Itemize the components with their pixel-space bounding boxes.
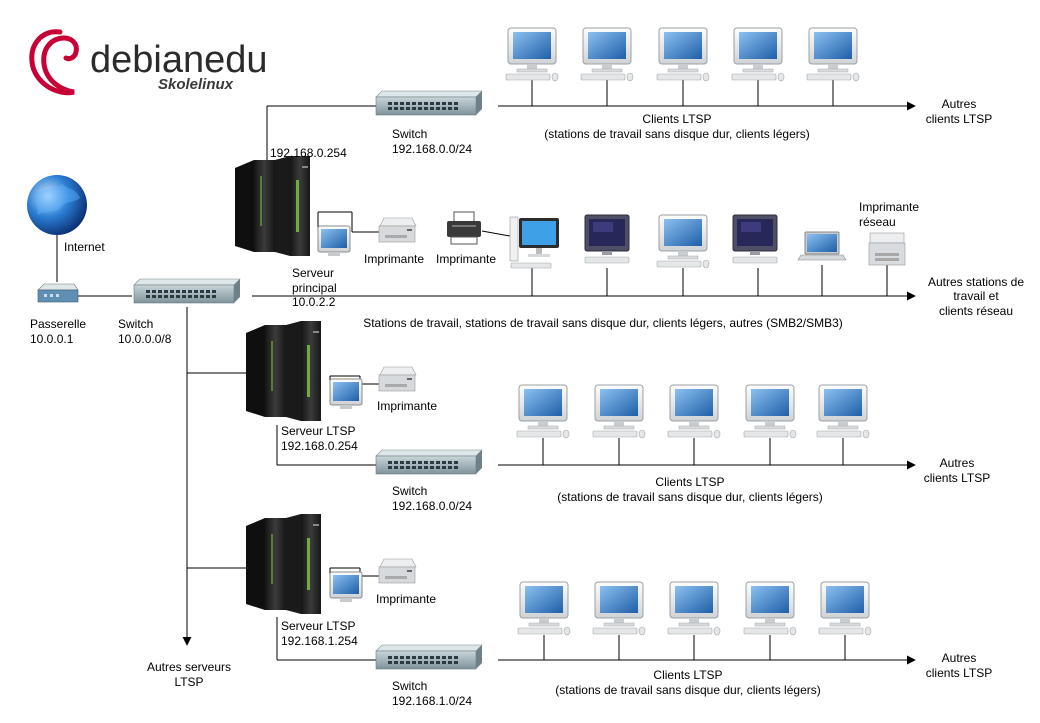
ltsp2-clients-desc: (stations de travail sans disque dur, cl… [555, 683, 820, 697]
ltsp1-client-3-icon [667, 384, 721, 439]
lan-printer-2-label: Imprimante [436, 252, 496, 266]
logo-wordmark: debianedu [90, 39, 268, 81]
ltsp2-arrow-label-1: Autres [942, 651, 977, 665]
ltsp2-clients-title: Clients LTSP [653, 668, 722, 682]
gateway-ip: 10.0.0.1 [30, 332, 74, 346]
top-switch-name: Switch [392, 127, 427, 141]
lan-arrow-label-2: travail et [953, 289, 999, 303]
gateway-router-icon [37, 283, 79, 303]
main-server-console-icon [317, 225, 351, 257]
main-switch-name: Switch [118, 317, 153, 331]
lan-network-printer-label-2: réseau [859, 215, 896, 229]
ltsp2-printer-icon [378, 558, 417, 584]
ltsp1-arrow-label-2: clients LTSP [924, 471, 990, 485]
top-ltsp-client-5-icon [806, 27, 860, 82]
lan-arrow-label-1: Autres stations de [928, 275, 1024, 289]
ltsp1-printer-label: Imprimante [377, 399, 437, 413]
main-server-name: Serveur [292, 266, 334, 280]
ltsp1-client-2-icon [592, 384, 646, 439]
ltsp1-printer-icon [378, 366, 417, 392]
ltsp1-switch-icon [375, 449, 483, 475]
internet-label: Internet [64, 240, 105, 254]
lan-network-printer-label-1: Imprimante [859, 200, 919, 214]
ltsp2-client-4-icon [743, 581, 797, 636]
ltsp1-clients-title: Clients LTSP [655, 475, 724, 489]
top-arrow-label-2: clients LTSP [926, 112, 992, 126]
lan-workstation-3-icon [732, 214, 778, 264]
other-servers-label-2: LTSP [174, 675, 203, 689]
ltsp1-client-4-icon [743, 384, 797, 439]
ltsp1-server-name: Serveur LTSP [281, 424, 355, 438]
ltsp1-switch-net: 192.168.0.0/24 [392, 499, 472, 513]
ltsp1-arrow-label-1: Autres [940, 456, 975, 470]
debian-swirl-icon [29, 29, 79, 96]
lan-arrow-label-3: clients réseau [939, 304, 1013, 318]
debianedu-logo: debianedu Skolelinux [29, 29, 268, 96]
ltsp2-client-3-icon [667, 581, 721, 636]
lan-network-printer-icon [868, 232, 906, 266]
lan-thin-client-icon [509, 216, 560, 269]
ltsp2-switch-name: Switch [392, 679, 427, 693]
main-switch-net: 10.0.0.0/8 [118, 332, 172, 346]
ltsp2-arrow-label-2: clients LTSP [926, 666, 992, 680]
top-ltsp-client-3-icon [656, 27, 710, 82]
top-ltsp-client-4-icon [731, 27, 785, 82]
ltsp1-server-ip: 192.168.0.254 [281, 439, 358, 453]
connections [56, 80, 916, 665]
ltsp1-switch-name: Switch [392, 484, 427, 498]
lan-printer-1-label: Imprimante [364, 252, 424, 266]
ltsp1-clients-desc: (stations de travail sans disque dur, cl… [557, 490, 822, 504]
ltsp2-server-icon [246, 514, 321, 614]
main-server-name2: principal [292, 281, 337, 295]
ltsp1-client-1-icon [516, 384, 570, 439]
main-server-icon [235, 156, 310, 256]
lan-printer-2-icon [446, 211, 482, 245]
ltsp2-server-name: Serveur LTSP [281, 619, 355, 633]
ltsp2-client-2-icon [592, 581, 646, 636]
top-clients-title: Clients LTSP [642, 112, 711, 126]
ltsp2-printer-label: Imprimante [376, 592, 436, 606]
top-ltsp-client-1-icon [505, 27, 559, 82]
ltsp2-switch-icon [375, 644, 483, 670]
top-switch-net: 192.168.0.0/24 [392, 142, 472, 156]
ltsp1-server-icon [246, 321, 321, 421]
main-server-ip: 10.0.2.2 [292, 295, 336, 309]
internet-globe-icon [27, 175, 87, 235]
main-switch-icon [133, 278, 241, 304]
lan-workstation-1-icon [584, 214, 630, 264]
ltsp2-server-ip: 192.168.1.254 [281, 634, 358, 648]
main-server-uplink-ip: 192.168.0.254 [270, 146, 347, 160]
top-arrow-label-1: Autres [942, 97, 977, 111]
lan-workstation-2-icon [656, 214, 710, 269]
ltsp2-client-1-icon [517, 581, 571, 636]
other-servers-label-1: Autres serveurs [147, 660, 231, 674]
ltsp2-client-5-icon [818, 581, 872, 636]
top-ltsp-client-2-icon [580, 27, 634, 82]
ltsp2-console-icon [329, 571, 363, 603]
top-switch-icon [375, 90, 483, 116]
ltsp2-switch-net: 192.168.1.0/24 [392, 694, 472, 708]
logo-subtitle: Skolelinux [158, 76, 234, 93]
ltsp1-console-icon [329, 378, 363, 410]
top-clients-desc: (stations de travail sans disque dur, cl… [544, 127, 809, 141]
gateway-name: Passerelle [30, 317, 86, 331]
lan-laptop-icon [797, 231, 847, 261]
lan-description: Stations de travail, stations de travail… [363, 316, 843, 330]
lan-printer-1-icon [378, 217, 417, 243]
ltsp1-client-5-icon [816, 384, 870, 439]
